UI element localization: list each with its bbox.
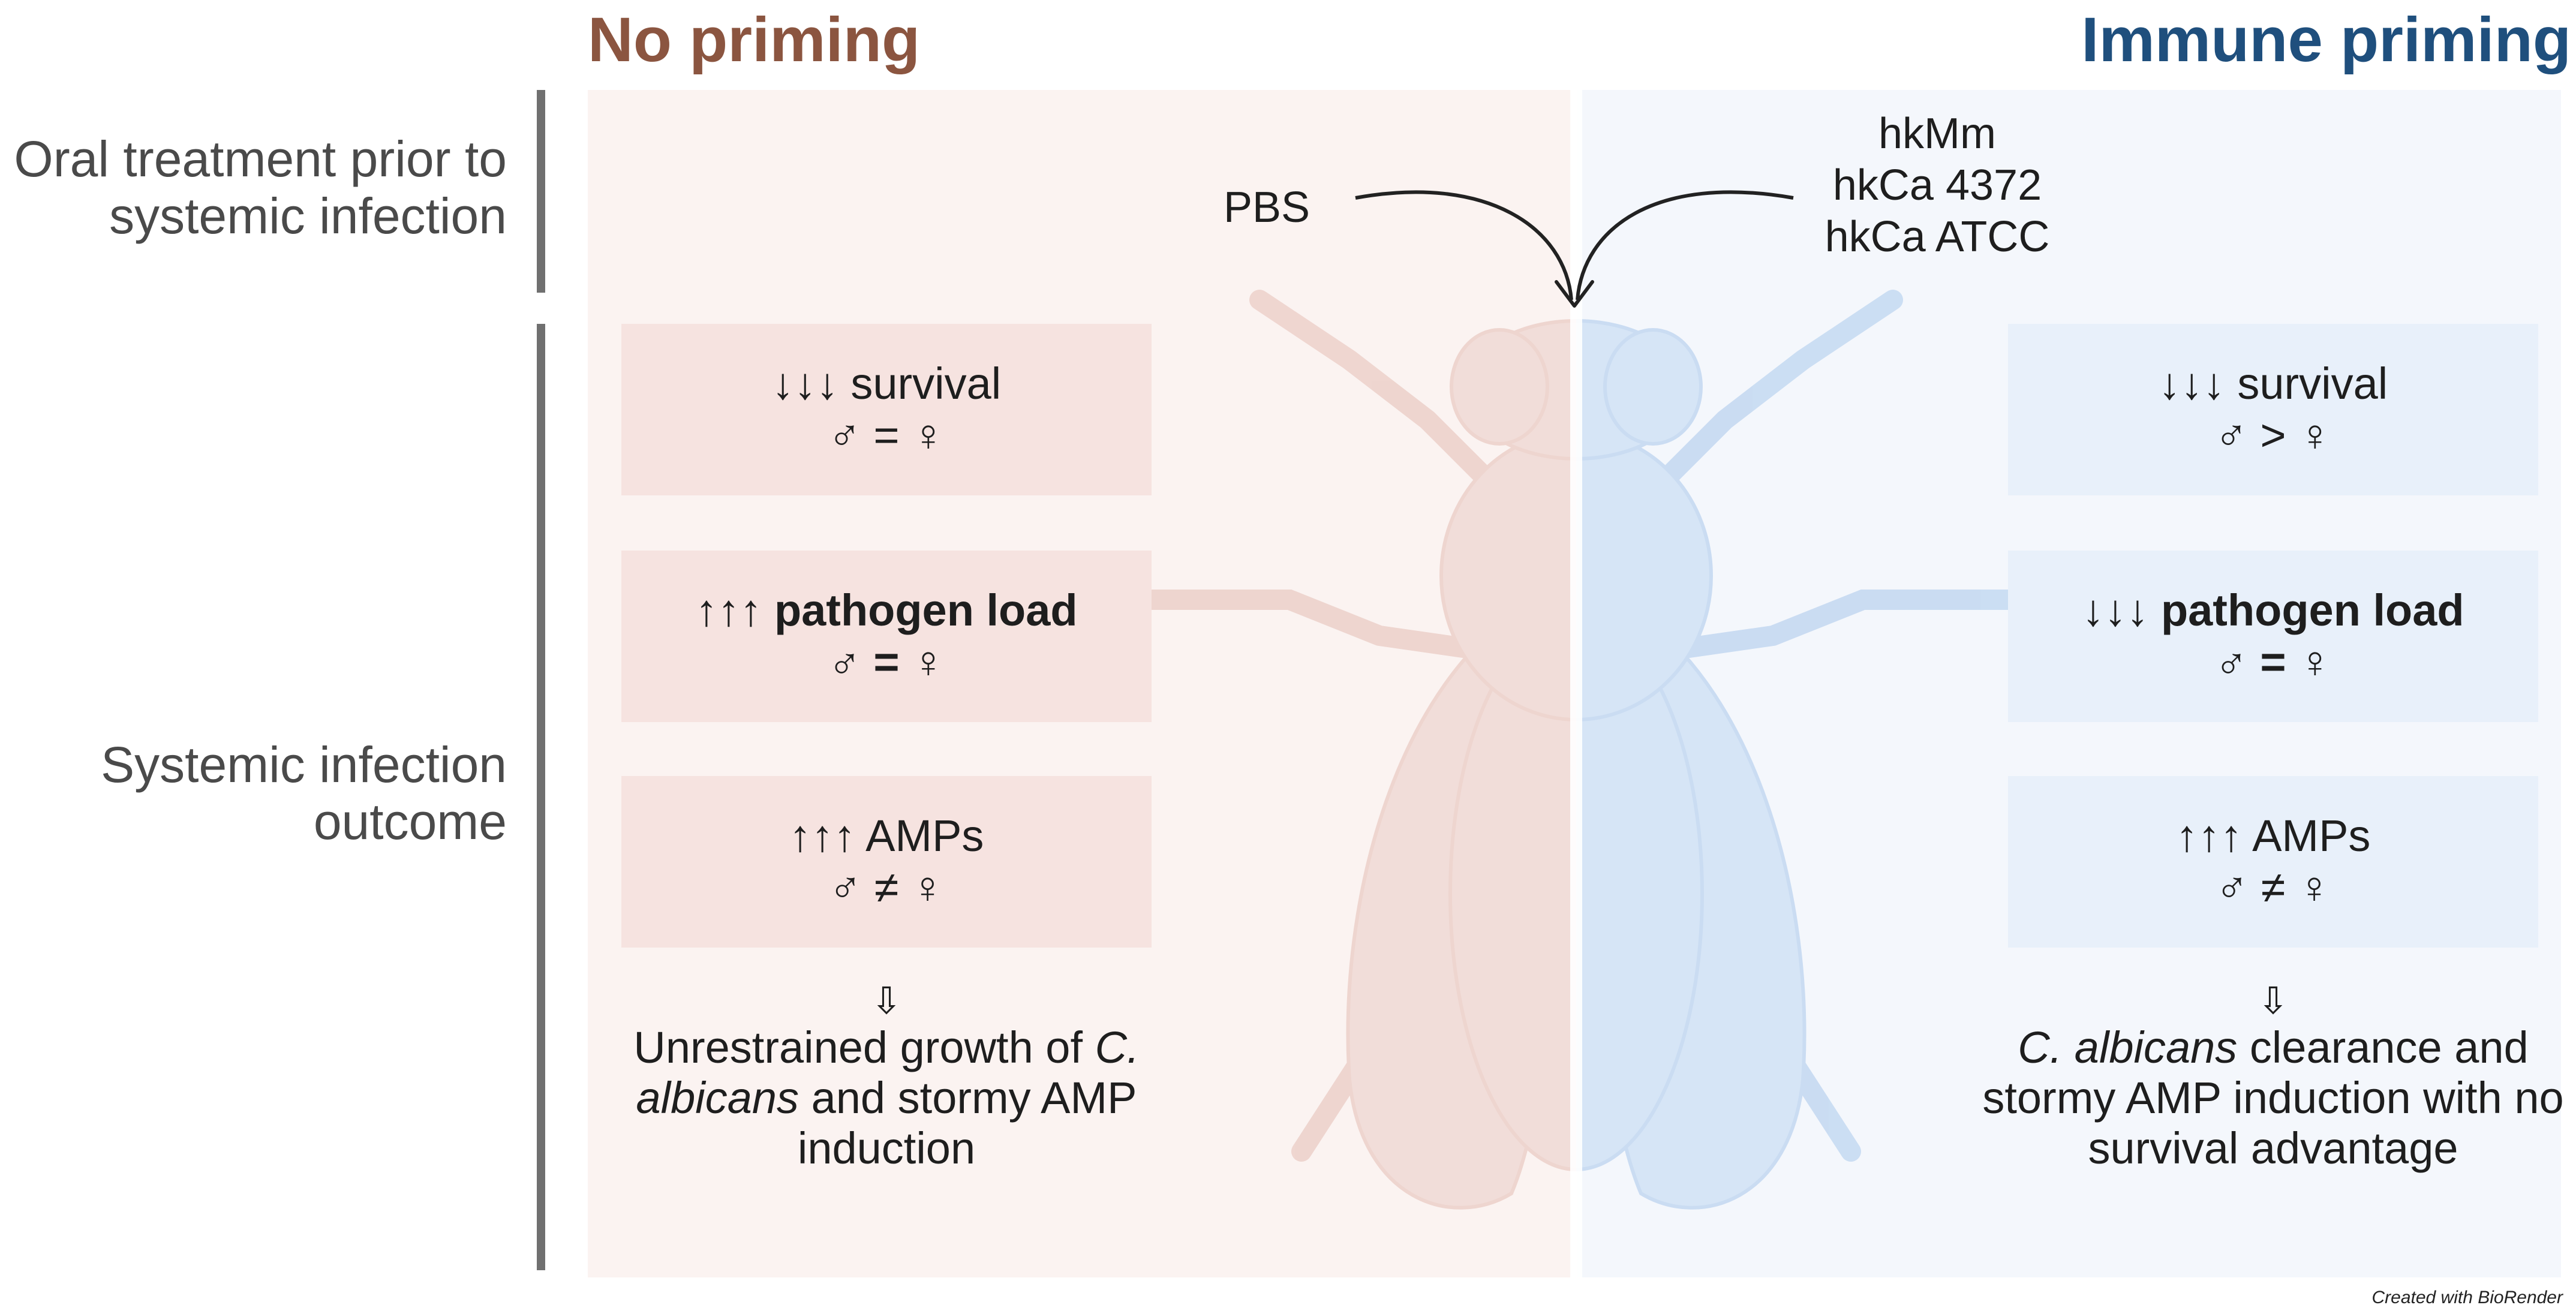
outcome-row-label-line2: outcome [313,793,507,850]
conclusion-text: and stormy AMP induction [797,1073,1137,1173]
treatment-row-bar [537,90,545,293]
sex-comparison: ♂ = ♀ [2214,637,2332,687]
box-label: AMPs [2252,811,2371,861]
box-label: pathogen load [774,585,1078,635]
no-priming-survival-box: ↓↓↓ survival ♂ = ♀ [621,324,1152,495]
treatment-item: hkCa 4372 [1832,161,2042,209]
priming-pathogen-box: ↓↓↓ pathogen load ♂ = ♀ [2008,551,2538,722]
no-priming-amps-box: ↑↑↑ AMPs ♂ ≠ ♀ [621,776,1152,948]
pbs-treatment-label: PBS [1224,184,1310,231]
outcome-row-label: Systemic infection outcome [101,736,507,850]
arrows: ↓↓↓ [2082,585,2149,635]
treatment-row-label: Oral treatment prior to systemic infecti… [14,131,507,245]
box-label: AMPs [865,811,984,861]
outcome-row-bar [537,324,545,1270]
immune-priming-heading: Immune priming [2081,5,2571,75]
arrows: ↑↑↑ [695,585,762,635]
priming-amps-box: ↑↑↑ AMPs ♂ ≠ ♀ [2008,776,2538,948]
treatment-item: hkMm [1878,110,1996,158]
down-arrow-icon: ⇩ [2258,981,2289,1022]
sex-comparison: ♂ ≠ ♀ [828,862,945,912]
no-priming-pathogen-box: ↑↑↑ pathogen load ♂ = ♀ [621,551,1152,722]
down-arrow-icon: ⇩ [871,981,902,1022]
priming-conclusion: ⇩ C. albicans clearance and stormy AMP i… [1973,981,2573,1174]
priming-treatment-list: hkMm hkCa 4372 hkCa ATCC [1805,108,2069,263]
species-name: C. albicans [636,1023,1140,1123]
arrows: ↓↓↓ [771,359,838,408]
box-label: survival [850,359,1002,408]
priming-survival-box: ↓↓↓ survival ♂ > ♀ [2008,324,2538,495]
arrows: ↑↑↑ [2175,811,2243,861]
sex-comparison: ♂ ≠ ♀ [2215,862,2331,912]
conclusion-text: Unrestrained growth of [633,1023,1095,1072]
treatment-item: hkCa ATCC [1824,213,2050,261]
no-priming-conclusion: ⇩ Unrestrained growth of C. albicans and… [587,981,1186,1174]
arrows: ↓↓↓ [2158,359,2225,408]
treatment-row-label-line1: Oral treatment prior to [14,131,507,187]
box-label: pathogen load [2160,585,2464,635]
sex-comparison: ♂ = ♀ [828,637,945,687]
outcome-row-label-line1: Systemic infection [101,736,507,793]
biorender-credit: Created with BioRender [2371,1288,2563,1307]
sex-comparison: ♂ > ♀ [2214,410,2332,460]
box-label: survival [2237,359,2388,408]
treatment-row-label-line2: systemic infection [109,188,507,244]
species-name: C. albicans [2018,1023,2238,1072]
arrows: ↑↑↑ [789,811,856,861]
no-priming-heading: No priming [588,5,921,75]
sex-comparison: ♂ = ♀ [828,410,945,460]
conclusion-text: clearance and stormy AMP induction with … [1982,1023,2564,1173]
